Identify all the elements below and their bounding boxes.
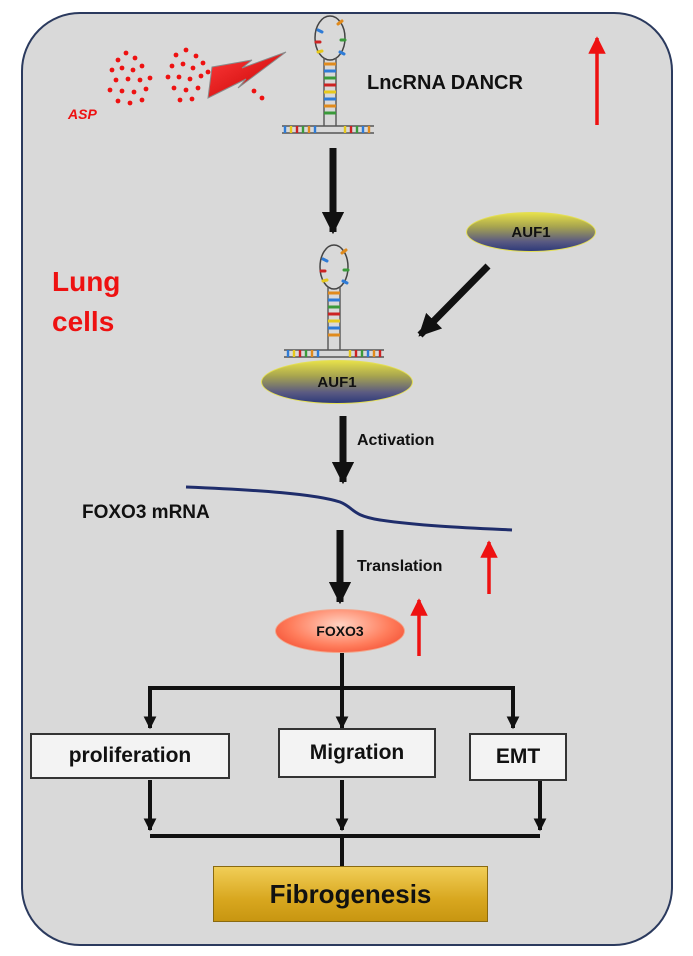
- rna-hairpin-icon: [284, 244, 384, 358]
- lncrna-label: LncRNA DANCR: [367, 72, 523, 94]
- foxo3-protein-node: FOXO3: [275, 609, 405, 653]
- emt-label: EMT: [495, 745, 541, 768]
- auf1-bound-node: AUF1: [261, 360, 413, 404]
- lung-cells-label-line2: cells: [52, 306, 115, 337]
- migration-box: Migration: [278, 728, 436, 778]
- fibrogenesis-label: Fibrogenesis: [269, 878, 432, 909]
- arrow-auf1-to-lncrna: [417, 263, 491, 338]
- auf1-free-label: AUF1: [511, 223, 551, 241]
- fibrogenesis-box: Fibrogenesis: [213, 866, 488, 922]
- emt-box: EMT: [469, 733, 567, 781]
- lung-cells-label-line1: Lung: [52, 266, 121, 297]
- asp-particles: [107, 47, 265, 106]
- lightning-bolt-icon: [207, 51, 287, 99]
- cell-boundary: [21, 12, 673, 946]
- foxo3-mrna-label: FOXO3 mRNA: [82, 502, 210, 523]
- auf1-bound-label: AUF1: [317, 373, 357, 391]
- migration-label: Migration: [309, 741, 405, 764]
- mrna-strand: [185, 485, 513, 532]
- activation-label: Activation: [357, 432, 435, 449]
- rna-hairpin-icon: [282, 15, 374, 134]
- proliferation-label: proliferation: [68, 744, 192, 767]
- translation-label: Translation: [357, 558, 443, 575]
- foxo3-protein-label: FOXO3: [316, 623, 364, 639]
- asp-label: ASP: [68, 106, 97, 122]
- proliferation-box: proliferation: [30, 733, 230, 779]
- auf1-free-node: AUF1: [466, 212, 596, 252]
